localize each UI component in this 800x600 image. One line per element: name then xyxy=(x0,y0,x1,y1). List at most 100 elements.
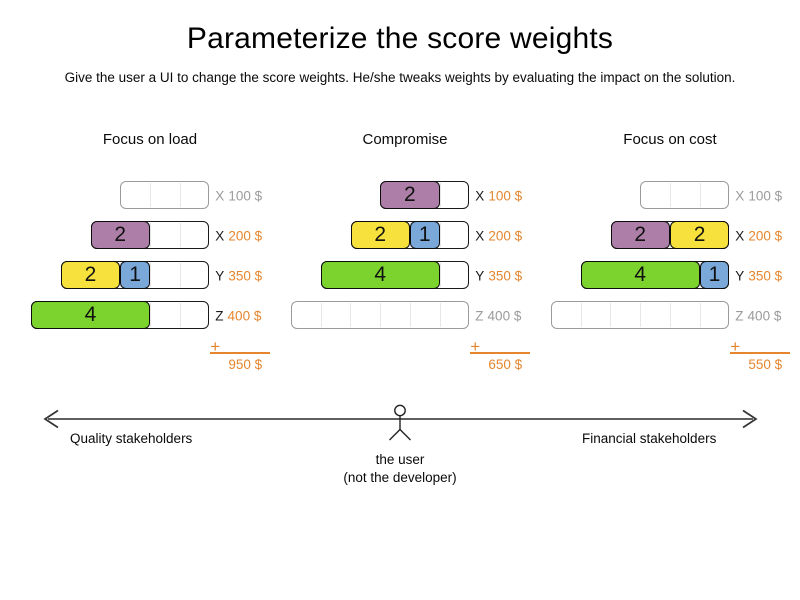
page-subtitle: Give the user a UI to change the score w… xyxy=(64,70,736,85)
capacity-row xyxy=(640,181,730,209)
process-block-blue: 1 xyxy=(120,261,150,289)
unit-divider xyxy=(640,303,642,327)
machine-letter: Y xyxy=(475,268,485,283)
process-block-purple: 2 xyxy=(610,221,670,249)
sum-line xyxy=(470,352,531,354)
machine-letter: X xyxy=(735,228,745,243)
user-stick-figure-icon xyxy=(389,404,411,441)
unit-divider xyxy=(439,183,441,207)
unit-divider xyxy=(409,303,411,327)
page-title: Parameterize the score weights xyxy=(186,22,614,55)
unit-divider xyxy=(149,183,151,207)
machine-letter: X xyxy=(215,188,225,203)
unit-divider xyxy=(699,303,701,327)
price-label: 200 $ xyxy=(748,228,783,243)
machine-letter: X xyxy=(475,228,485,243)
process-block-blue: 1 xyxy=(409,221,440,249)
unit-divider xyxy=(179,263,181,287)
machine-letter: Z xyxy=(735,308,744,323)
scenario-title: Compromise xyxy=(362,131,448,148)
capacity-box xyxy=(640,181,730,209)
unit-divider xyxy=(380,303,382,327)
price-label: 350 $ xyxy=(748,268,783,283)
sum-line xyxy=(210,352,271,354)
unit-divider xyxy=(669,303,671,327)
price-label: 400 $ xyxy=(747,308,782,323)
unit-divider xyxy=(439,263,441,287)
unit-divider xyxy=(439,303,441,327)
price-label: 100 $ xyxy=(748,188,783,203)
capacity-row: 2 xyxy=(380,181,470,209)
quality-stakeholders-label: Quality stakeholders xyxy=(70,431,193,446)
unit-divider xyxy=(439,223,441,247)
plus-sign: + xyxy=(470,337,481,356)
capacity-box xyxy=(120,181,210,209)
user-label: the user xyxy=(375,452,425,467)
financial-stakeholders-label: Financial stakeholders xyxy=(582,431,717,446)
price-label: 200 $ xyxy=(228,228,263,243)
capacity-row: 4 xyxy=(31,301,210,329)
price-label: 100 $ xyxy=(488,188,523,203)
unit-divider xyxy=(350,303,352,327)
process-block-green: 4 xyxy=(31,301,150,329)
process-block-purple: 2 xyxy=(380,181,440,209)
price-label: 200 $ xyxy=(488,228,523,243)
process-block-green: 4 xyxy=(320,261,440,289)
capacity-row xyxy=(120,181,210,209)
unit-divider xyxy=(580,303,582,327)
process-block-purple: 2 xyxy=(90,221,150,249)
arrowhead-right-icon xyxy=(742,409,758,429)
machine-letter: Y xyxy=(735,268,745,283)
price-label: 350 $ xyxy=(228,268,263,283)
arrowhead-left-icon xyxy=(43,409,59,429)
stakeholder-spectrum-arrow xyxy=(43,404,758,441)
machine-letter: Y xyxy=(215,268,225,283)
process-block-blue: 1 xyxy=(699,261,730,289)
unit-divider xyxy=(699,183,701,207)
total-cost-value: 650 $ xyxy=(488,357,523,372)
total-cost-value: 550 $ xyxy=(748,357,783,372)
capacity-row: 2 xyxy=(90,221,210,249)
plus-sign: + xyxy=(210,337,221,356)
unit-divider xyxy=(320,303,322,327)
process-block-yellow: 2 xyxy=(669,221,730,249)
machine-letter: X xyxy=(215,228,225,243)
unit-divider xyxy=(149,223,151,247)
unit-divider xyxy=(179,303,181,327)
unit-divider xyxy=(149,303,151,327)
unit-divider xyxy=(179,183,181,207)
sum-line xyxy=(730,352,791,354)
machine-letter: X xyxy=(735,188,745,203)
capacity-row: 4 xyxy=(320,261,470,289)
price-label: 400 $ xyxy=(487,308,522,323)
machine-letter: X xyxy=(475,188,485,203)
scenario-title: Focus on load xyxy=(102,131,198,148)
user-sublabel: (not the developer) xyxy=(343,470,457,485)
price-label: 350 $ xyxy=(488,268,523,283)
process-block-green: 4 xyxy=(580,261,700,289)
unit-divider xyxy=(149,263,151,287)
process-block-yellow: 2 xyxy=(350,221,410,249)
machine-letter: Z xyxy=(475,308,484,323)
scenario-title: Focus on cost xyxy=(623,131,717,148)
price-label: 400 $ xyxy=(227,308,262,323)
total-cost-value: 950 $ xyxy=(228,357,263,372)
capacity-row xyxy=(551,301,730,329)
unit-divider xyxy=(610,303,612,327)
